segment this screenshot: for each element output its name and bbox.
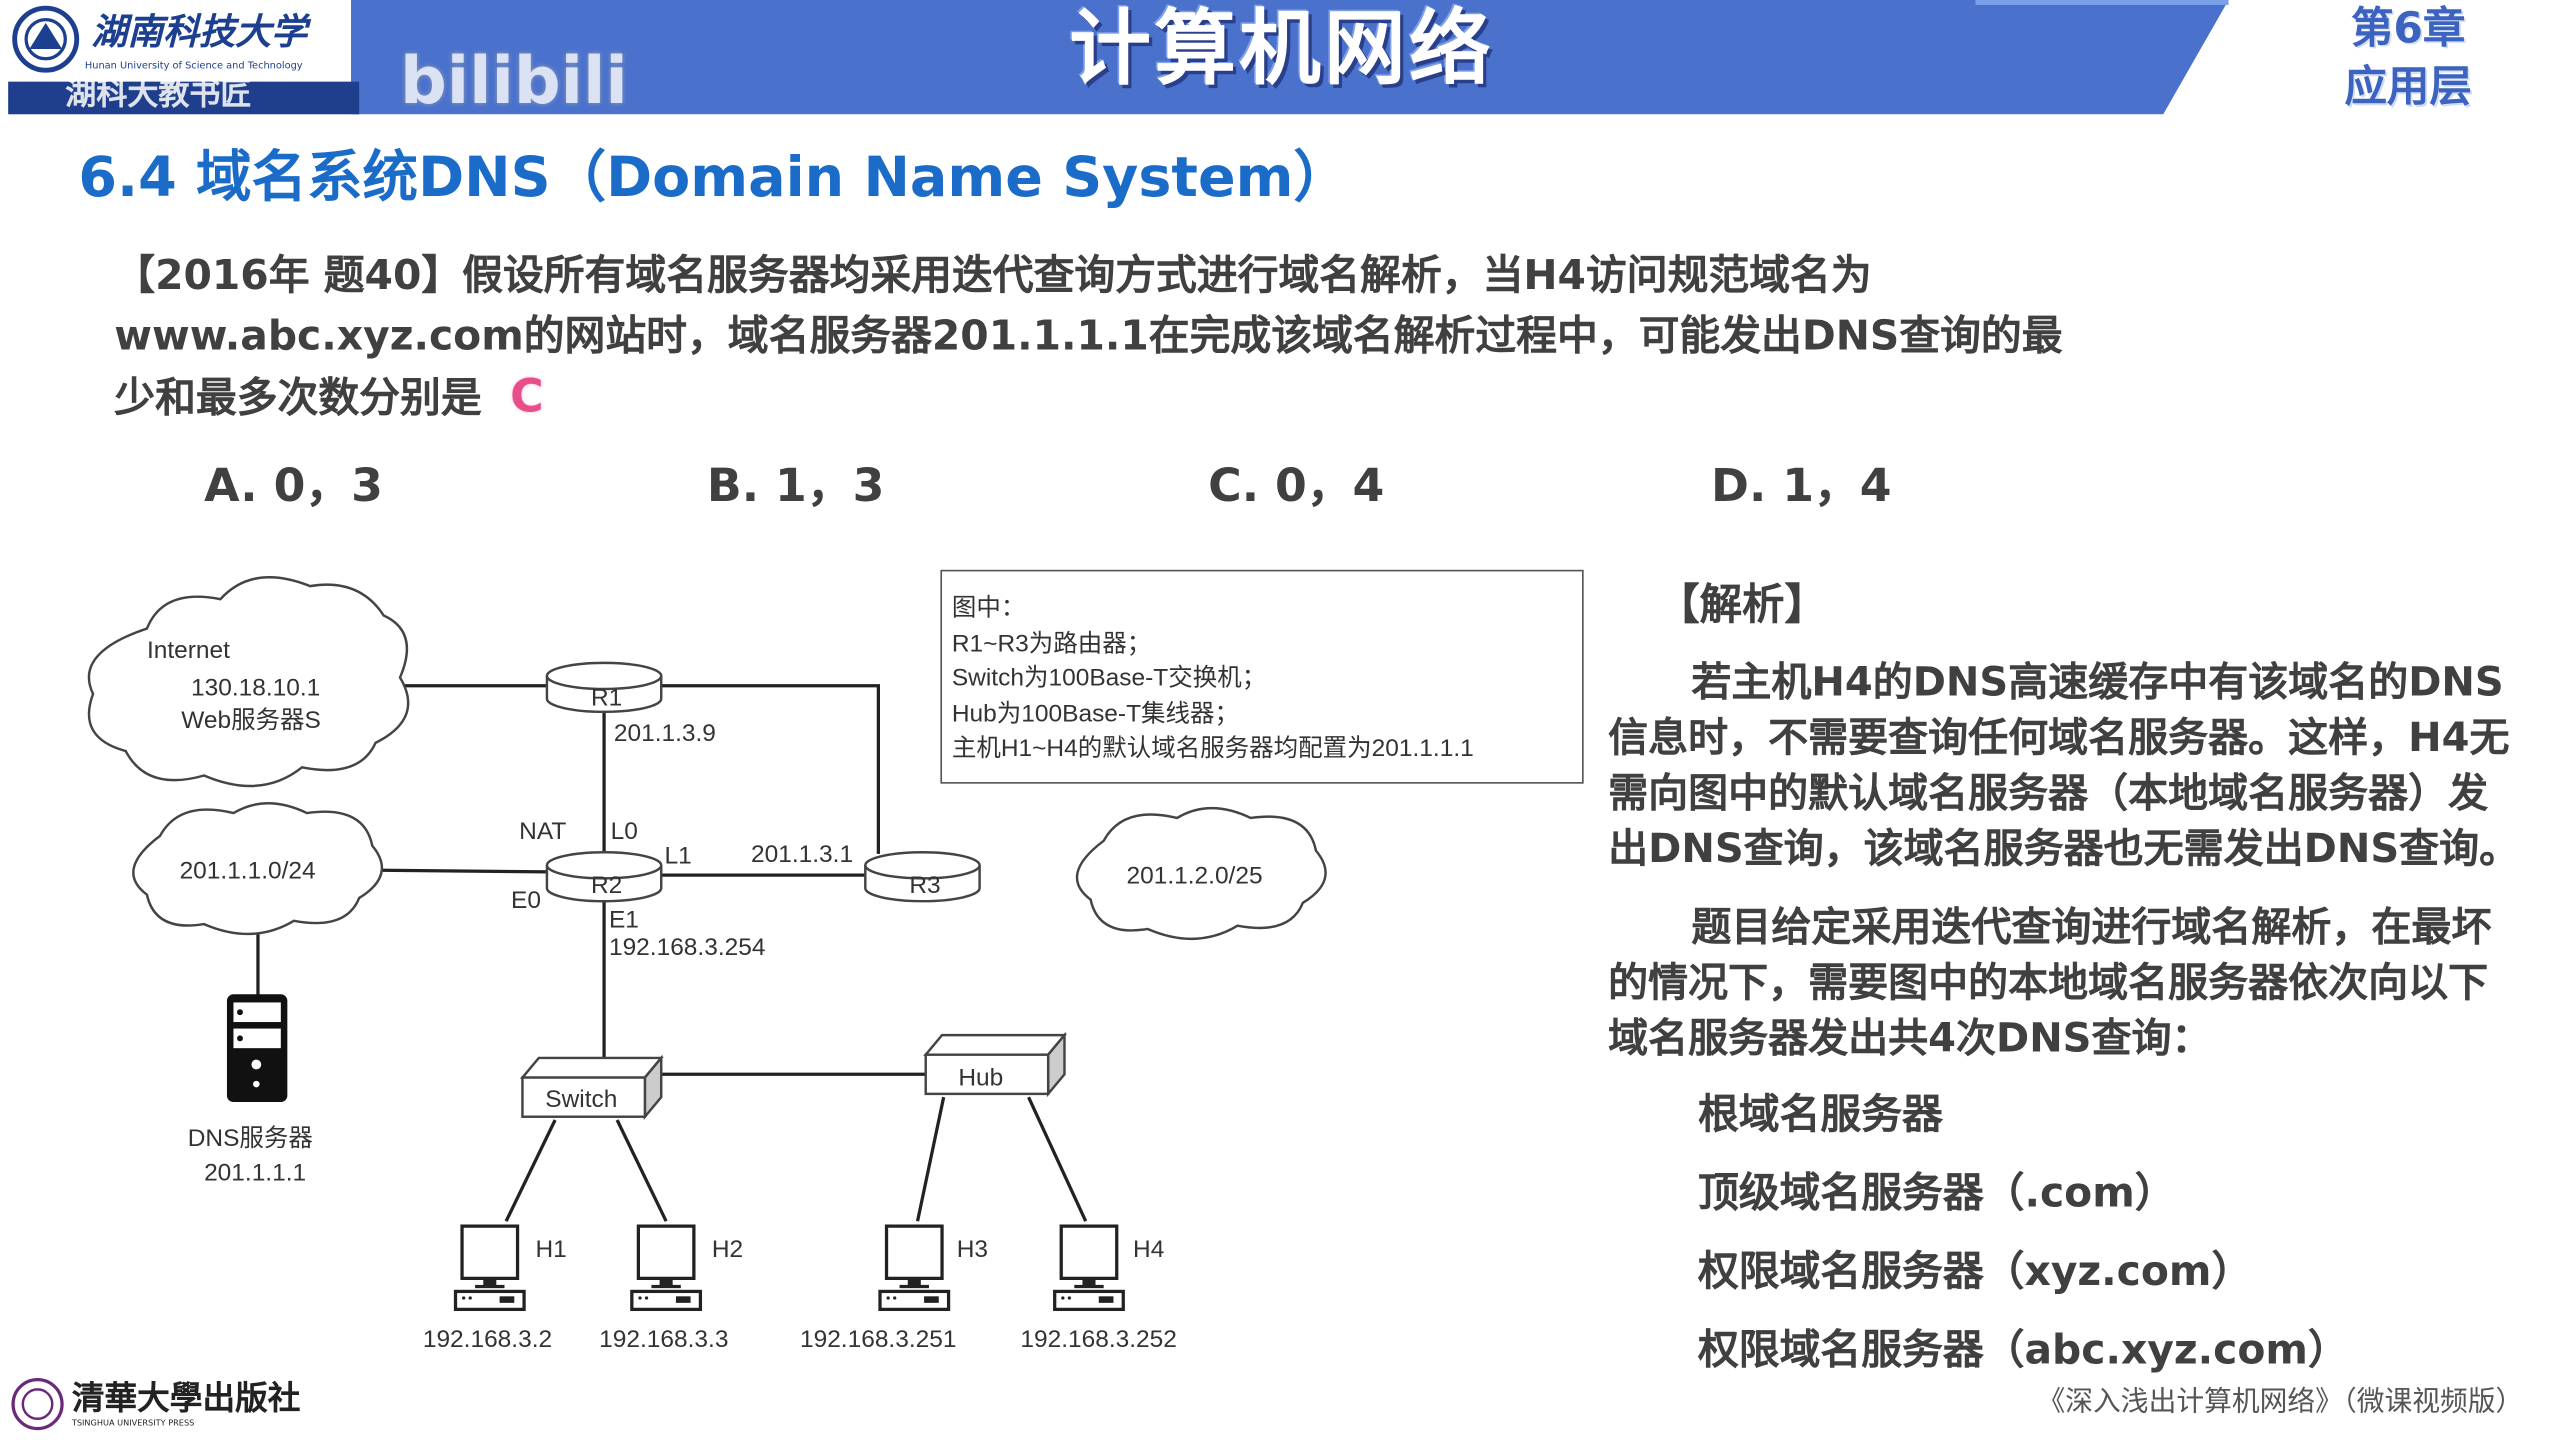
lan1-label: 201.1.1.0/24 — [180, 857, 316, 884]
host-computer-icon — [878, 1224, 951, 1312]
diagram-legend-box: 图中： R1~R3为路由器； Switch为100Base-T交换机； Hub为… — [940, 569, 1584, 784]
option-b: B. 1，3 — [706, 458, 885, 513]
bilibili-watermark: bilibili — [399, 44, 628, 120]
analysis-line: 需向图中的默认域名服务器（本地域名服务器）发 — [1608, 768, 2489, 817]
hub-icon — [923, 1031, 1068, 1098]
book-title: 《深入浅出计算机网络》（微课视频版） — [2037, 1386, 2524, 1419]
analysis-heading: 【解析】 — [1657, 581, 1827, 631]
university-name: 湖南科技大学 — [91, 11, 307, 54]
r2-label: R2 — [591, 872, 622, 899]
host-computer-icon — [1053, 1224, 1125, 1312]
option-c: C. 0，4 — [1208, 458, 1385, 513]
host-ip: 192.168.3.251 — [800, 1326, 956, 1353]
lan2-label: 201.1.2.0/25 — [1127, 862, 1263, 889]
legend-line: 主机H1~H4的默认域名服务器均配置为201.1.1.1 — [951, 734, 1474, 763]
host-ip: 192.168.3.252 — [1020, 1326, 1176, 1353]
analysis-line: 的情况下，需要图中的本地域名服务器依次向以下 — [1608, 958, 2489, 1006]
router-r1-icon — [545, 661, 663, 714]
host-computer-icon — [453, 1224, 526, 1312]
router-r2-icon — [545, 851, 663, 903]
internet-cloud-icon — [87, 576, 410, 788]
university-name-en: Hunan University of Science and Technolo… — [84, 60, 303, 72]
analysis-line: 出DNS查询，该域名服务器也无需发出DNS查询。 — [1608, 824, 2520, 872]
hub-label: Hub — [958, 1065, 1003, 1092]
server-list-item: 根域名服务器 — [1697, 1090, 1943, 1138]
host-computer-icon — [630, 1224, 703, 1312]
switch-label: Switch — [545, 1086, 617, 1113]
analysis-line: 信息时，不需要查询任何域名服务器。这样，H4无 — [1608, 713, 2510, 761]
host-label: H4 — [1133, 1236, 1164, 1263]
question-line-text: 少和最多次数分别是 — [114, 373, 482, 422]
chapter-number: 第6章 — [2350, 4, 2466, 54]
dns-server-icon — [226, 994, 288, 1103]
r3-ip: 201.1.3.1 — [751, 841, 853, 868]
publisher-name-en: TSINGHUA UNIVERSITY PRESS — [71, 1418, 195, 1429]
port-e0: E0 — [511, 887, 541, 914]
r3-label: R3 — [909, 872, 940, 899]
question-line: www.abc.xyz.com的网站时，域名服务器201.1.1.1在完成该域名… — [114, 311, 2063, 360]
server-list-item: 权限域名服务器（xyz.com） — [1697, 1247, 2253, 1295]
university-logo-icon — [12, 5, 80, 73]
r1-ip: 201.1.3.9 — [614, 720, 716, 747]
lan-cloud-icon — [132, 802, 1327, 940]
channel-name: 湖科大教书匠 — [65, 76, 252, 113]
legend-line: 图中： — [951, 594, 1026, 623]
tsinghua-logo-icon — [11, 1377, 64, 1431]
port-l1: L1 — [664, 843, 691, 870]
network-diagram: Internet 130.18.10.1 Web服务器S 201.1.1.0/2… — [87, 576, 1327, 1353]
analysis-line: 域名服务器发出共4次DNS查询： — [1608, 1013, 2212, 1062]
header-band — [8, 0, 2229, 115]
option-d: D. 1，4 — [1711, 458, 1892, 513]
switch-icon — [519, 1054, 664, 1121]
router-r3-icon — [864, 851, 981, 903]
host-label: H3 — [957, 1236, 988, 1263]
r1-label: R1 — [591, 684, 622, 711]
host-ip: 192.168.3.3 — [599, 1326, 728, 1353]
question-line: 少和最多次数分别是 C — [114, 368, 544, 423]
legend-line: Switch为100Base-T交换机； — [951, 664, 1267, 693]
legend-line: Hub为100Base-T集线器； — [951, 699, 1240, 728]
internet-label: Internet — [147, 637, 230, 664]
web-server-label: Web服务器S — [181, 706, 321, 734]
analysis-line: 若主机H4的DNS高速缓存中有该域名的DNS — [1691, 657, 2504, 706]
section-title: 6.4 域名系统DNS（Domain Name System） — [78, 145, 1349, 211]
publisher-name: 清華大學出版社 — [71, 1377, 301, 1418]
course-title: 计算机网络 — [1069, 1, 1494, 97]
question-line: 【2016年 题40】假设所有域名服务器均采用迭代查询方式进行域名解析，当H4访… — [114, 251, 1872, 299]
host-label: H1 — [536, 1236, 567, 1263]
port-e1: E1 — [609, 906, 639, 933]
dns-server-label: DNS服务器 — [188, 1124, 313, 1152]
host-label: H2 — [712, 1236, 743, 1263]
chapter-name: 应用层 — [2344, 63, 2472, 113]
web-server-ip: 130.18.10.1 — [191, 675, 320, 702]
option-a: A. 0，3 — [204, 458, 383, 513]
dns-server-ip: 201.1.1.1 — [204, 1159, 306, 1186]
host-ip: 192.168.3.2 — [423, 1326, 552, 1353]
server-list-item: 顶级域名服务器（.com） — [1697, 1168, 2176, 1217]
analysis-line: 题目给定采用迭代查询进行域名解析，在最坏 — [1691, 902, 2492, 951]
port-l0: L0 — [611, 818, 638, 845]
server-list-item: 权限域名服务器（abc.xyz.com） — [1697, 1325, 2349, 1374]
e1-ip: 192.168.3.254 — [609, 934, 765, 961]
legend-line: R1~R3为路由器； — [951, 629, 1152, 658]
answer-mark: C — [510, 368, 544, 423]
nat-label: NAT — [519, 818, 566, 845]
